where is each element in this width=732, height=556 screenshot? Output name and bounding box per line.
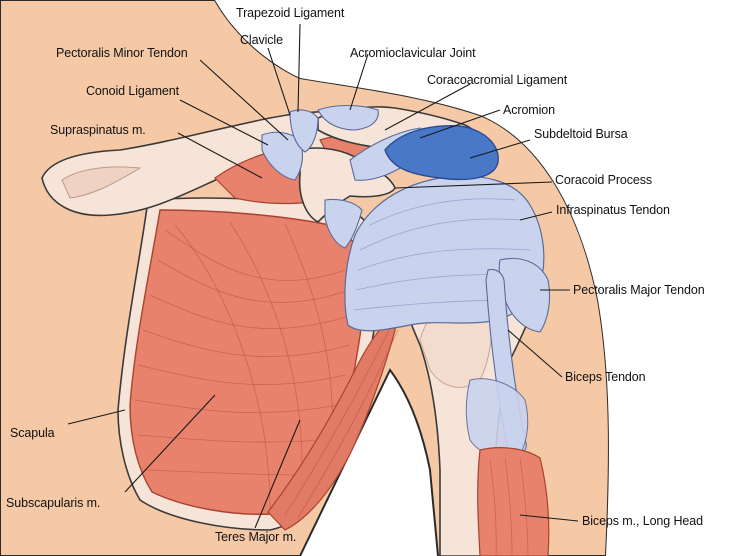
label-pectoralis-major-tendon: Pectoralis Major Tendon (573, 283, 705, 297)
label-coracoacromial-ligament: Coracoacromial Ligament (427, 73, 568, 87)
label-subdeltoid-bursa: Subdeltoid Bursa (534, 127, 628, 141)
label-acromioclavicular-joint: Acromioclavicular Joint (350, 46, 476, 60)
label-pectoralis-minor-tendon: Pectoralis Minor Tendon (56, 46, 188, 60)
label-coracoid-process: Coracoid Process (555, 173, 652, 187)
biceps-long-head-muscle (478, 448, 549, 556)
label-biceps-tendon: Biceps Tendon (565, 370, 646, 384)
label-biceps-long-head: Biceps m., Long Head (582, 514, 703, 528)
label-teres-major: Teres Major m. (215, 530, 296, 544)
label-trapezoid-ligament: Trapezoid Ligament (236, 6, 345, 20)
label-clavicle: Clavicle (240, 33, 283, 47)
label-supraspinatus: Supraspinatus m. (50, 123, 146, 137)
label-conoid-ligament: Conoid Ligament (86, 84, 180, 98)
label-acromion: Acromion (503, 103, 555, 117)
label-infraspinatus-tendon: Infraspinatus Tendon (556, 203, 670, 217)
label-subscapularis: Subscapularis m. (6, 496, 100, 510)
label-scapula: Scapula (10, 426, 55, 440)
